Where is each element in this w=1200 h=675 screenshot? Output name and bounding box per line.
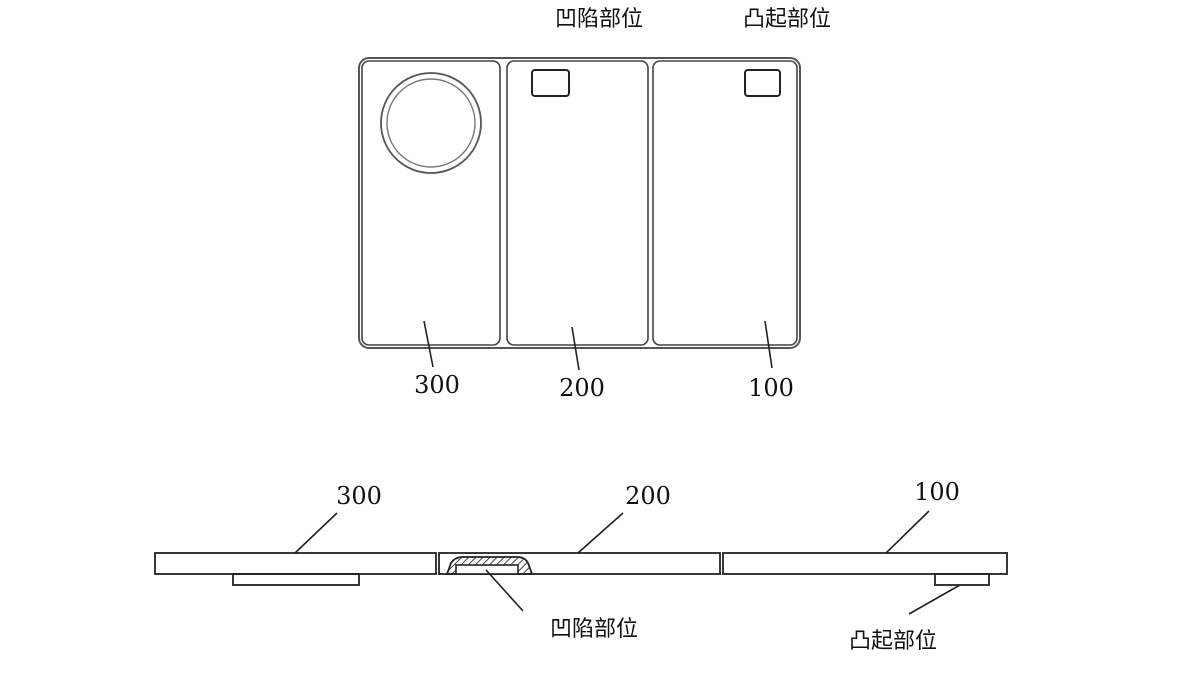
- panel-300-base: [232, 573, 360, 586]
- panel-300-top: [361, 60, 501, 346]
- side-view: 300 200 100 凹陷部位 凸起部位: [154, 478, 1008, 654]
- convex-callout-top: 凸起部位: [743, 7, 831, 32]
- leader-300-top: [423, 320, 434, 368]
- leader-200-side: [577, 512, 624, 554]
- convex-part-side: [934, 573, 990, 586]
- label-100-side: 100: [914, 478, 960, 506]
- convex-callout-side: 凸起部位: [849, 629, 937, 654]
- label-100-top: 100: [748, 374, 794, 402]
- panel-300-side: [154, 552, 437, 575]
- camera-ring-outer: [380, 72, 482, 174]
- camera-ring-inner: [386, 78, 476, 168]
- concave-callout-top: 凹陷部位: [555, 7, 643, 32]
- convex-insert-side: [455, 564, 519, 575]
- convex-part-top: [744, 69, 781, 97]
- label-200-side: 200: [625, 482, 671, 510]
- panel-100-side: [722, 552, 1008, 575]
- leader-300-side: [294, 512, 338, 554]
- panel-200-top: [506, 60, 649, 346]
- concave-callout-side: 凹陷部位: [550, 617, 638, 642]
- top-view: 凹陷部位 凸起部位 300 200 100: [358, 7, 831, 402]
- device-outer-frame: [358, 57, 801, 349]
- label-200-top: 200: [559, 374, 605, 402]
- leader-200-top: [571, 326, 580, 371]
- label-300-side: 300: [336, 482, 382, 510]
- panel-100-top: [652, 60, 798, 346]
- concave-part-top: [531, 69, 570, 97]
- label-300-top: 300: [414, 371, 460, 399]
- leader-100-top: [764, 320, 773, 369]
- leader-concave-side: [485, 569, 524, 612]
- leader-100-side: [885, 510, 930, 554]
- leader-convex-side: [908, 584, 961, 615]
- panel-200-side: [438, 552, 721, 575]
